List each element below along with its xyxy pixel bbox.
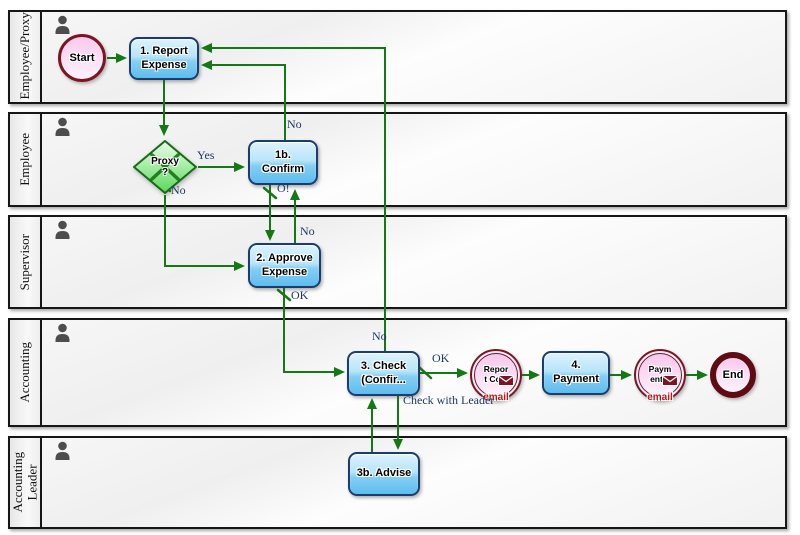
envelope-icon <box>662 373 678 391</box>
lane-label: Employee <box>16 133 32 186</box>
event-report-completed-email[interactable]: Repor t Co... email <box>470 349 522 403</box>
flow-label-yes: Yes <box>197 148 215 162</box>
gateway-proxy-label: Proxy ? <box>151 156 179 178</box>
end-event-label: End <box>722 369 744 381</box>
task-3b-advise[interactable]: 3b. Advise <box>348 452 420 496</box>
event-payment-email-badge: email <box>647 392 673 403</box>
flow-label-check-with-leader: Check with Leader <box>403 393 495 407</box>
task-4-payment[interactable]: 4. Payment <box>542 351 610 395</box>
task-2-approve-expense[interactable]: 2. Approve Expense <box>248 243 321 288</box>
lane-label-strip[interactable]: Employee <box>10 114 42 205</box>
end-event[interactable]: End <box>710 352 756 398</box>
event-payment-label: Paym ent... <box>648 364 672 384</box>
lane-label: Accounting Leader <box>9 452 39 513</box>
lane-label: Employee/Proxy <box>16 12 32 100</box>
event-payment-email[interactable]: Paym ent... email <box>634 349 686 403</box>
flow-label-approve-ok: OK <box>291 288 309 302</box>
person-icon <box>54 15 71 40</box>
start-event-label: Start <box>69 52 95 64</box>
task-1b-confirm[interactable]: 1b. Confirm <box>248 140 318 185</box>
flow-label-confirm-ok: O! <box>277 181 290 195</box>
start-event[interactable]: Start <box>58 34 106 82</box>
lane-label: Accounting <box>16 342 32 403</box>
flow-label-check-no: No <box>372 329 387 343</box>
person-icon <box>54 323 71 348</box>
flow-label-confirm-no: No <box>287 117 302 131</box>
gateway-proxy[interactable] <box>133 140 197 199</box>
person-icon <box>54 220 71 245</box>
lane-label: Supervisor <box>16 233 32 291</box>
task-1-report-expense[interactable]: 1. Report Expense <box>129 37 199 80</box>
event-report-email-badge: email <box>483 392 509 403</box>
flow-label-check-ok: OK <box>432 351 450 365</box>
envelope-icon <box>498 373 514 391</box>
flow-label-gateway-no: No <box>171 183 186 197</box>
flow-label-approve-no: No <box>300 224 315 238</box>
lane-label-strip[interactable]: Employee/Proxy <box>10 12 42 102</box>
person-icon <box>54 117 71 142</box>
gateway-x-marker <box>150 153 180 181</box>
lane-employee: Employee <box>8 112 787 207</box>
lane-employee-proxy: Employee/Proxy <box>8 10 787 104</box>
task-3-check-confirm[interactable]: 3. Check (Confir... <box>347 351 420 396</box>
lane-label-strip[interactable]: Accounting <box>10 320 42 425</box>
lane-label-strip[interactable]: Supervisor <box>10 217 42 307</box>
lane-supervisor: Supervisor <box>8 215 787 309</box>
lane-label-strip[interactable]: Accounting Leader <box>10 438 42 527</box>
person-icon <box>54 441 71 466</box>
